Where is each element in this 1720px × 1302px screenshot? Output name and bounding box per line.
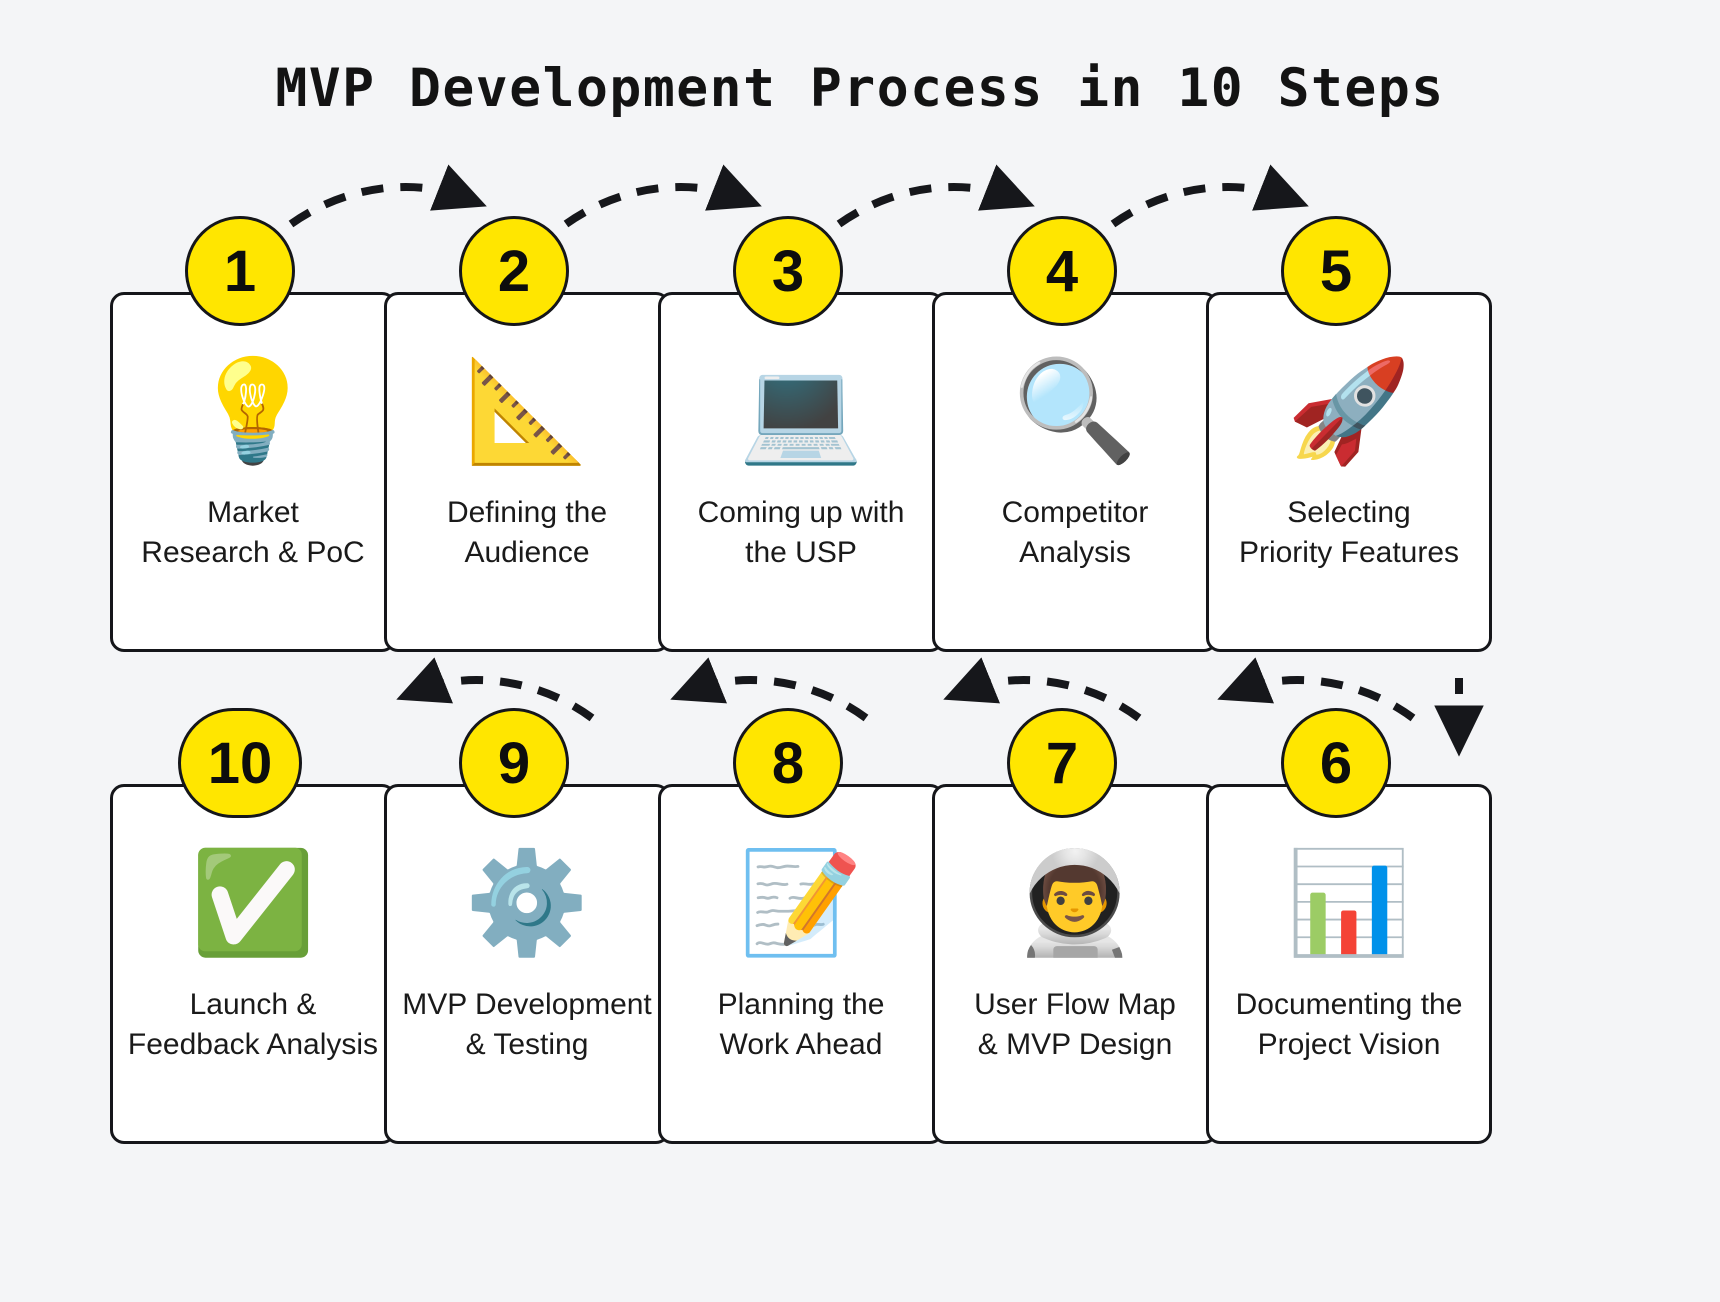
step-number-badge-3: 3 (733, 216, 843, 326)
step-card-2[interactable]: 2 📐 Defining the Audience (384, 216, 670, 652)
step-card-9[interactable]: 9 ⚙️ MVP Development & Testing (384, 708, 670, 1144)
step-number-badge-6: 6 (1281, 708, 1391, 818)
connector-1-to-2 (288, 164, 487, 228)
step-number-badge-2: 2 (459, 216, 569, 326)
connector-2-to-3 (563, 164, 762, 228)
rocket-icon: 🚀 (1286, 352, 1412, 469)
step-label-7: User Flow Map & MVP Design (974, 988, 1176, 1061)
step-card-7[interactable]: 7 👨‍🚀 User Flow Map & MVP Design (932, 708, 1218, 1144)
connector-4-to-5 (1110, 164, 1309, 228)
memo-pencil-icon: 📝 (738, 844, 864, 961)
step-label-3: Coming up with the USP (697, 496, 905, 569)
bar-chart-icon: 📊 (1286, 844, 1412, 961)
step-card-3[interactable]: 3 💻 Coming up with the USP (658, 216, 944, 652)
step-card-10[interactable]: 10 ✅ Launch & Feedback Analysis (110, 708, 396, 1144)
laptop-icon: 💻 (738, 352, 864, 469)
step-label-2: Defining the Audience (446, 496, 608, 569)
step-label-1: Market Research & PoC (141, 496, 365, 569)
step-number-badge-10: 10 (178, 708, 302, 818)
gear-icon: ⚙️ (464, 844, 590, 961)
step-label-10: Launch & Feedback Analysis (127, 988, 379, 1061)
step-number-badge-7: 7 (1007, 708, 1117, 818)
connector-3-to-4 (836, 164, 1035, 228)
step-number-badge-5: 5 (1281, 216, 1391, 326)
step-card-5[interactable]: 5 🚀 Selecting Priority Features (1206, 216, 1492, 652)
step-label-5: Selecting Priority Features (1238, 496, 1460, 569)
step-number-badge-9: 9 (459, 708, 569, 818)
check-mark-button-icon: ✅ (190, 844, 316, 961)
step-label-6: Documenting the Project Vision (1235, 988, 1463, 1061)
triangular-ruler-icon: 📐 (464, 352, 590, 469)
page-title: MVP Development Process in 10 Steps (275, 58, 1445, 119)
step-label-9: MVP Development & Testing (402, 988, 652, 1061)
steps-row-top: 1 💡 Market Research & PoC 2 📐 Defining t… (0, 216, 1720, 652)
step-label-4: Competitor Analysis (1001, 496, 1149, 569)
step-card-1[interactable]: 1 💡 Market Research & PoC (110, 216, 396, 652)
astronaut-icon: 👨‍🚀 (1012, 844, 1138, 961)
steps-row-bottom: 10 ✅ Launch & Feedback Analysis 9 ⚙️ MVP… (0, 708, 1720, 1144)
step-card-6[interactable]: 6 📊 Documenting the Project Vision (1206, 708, 1492, 1144)
light-bulb-icon: 💡 (190, 352, 316, 469)
step-card-4[interactable]: 4 🔍 Competitor Analysis (932, 216, 1218, 652)
step-number-badge-4: 4 (1007, 216, 1117, 326)
step-number-badge-8: 8 (733, 708, 843, 818)
step-number-badge-1: 1 (185, 216, 295, 326)
magnifying-glass-icon: 🔍 (1012, 352, 1138, 469)
step-label-8: Planning the Work Ahead (717, 988, 885, 1061)
step-card-8[interactable]: 8 📝 Planning the Work Ahead (658, 708, 944, 1144)
